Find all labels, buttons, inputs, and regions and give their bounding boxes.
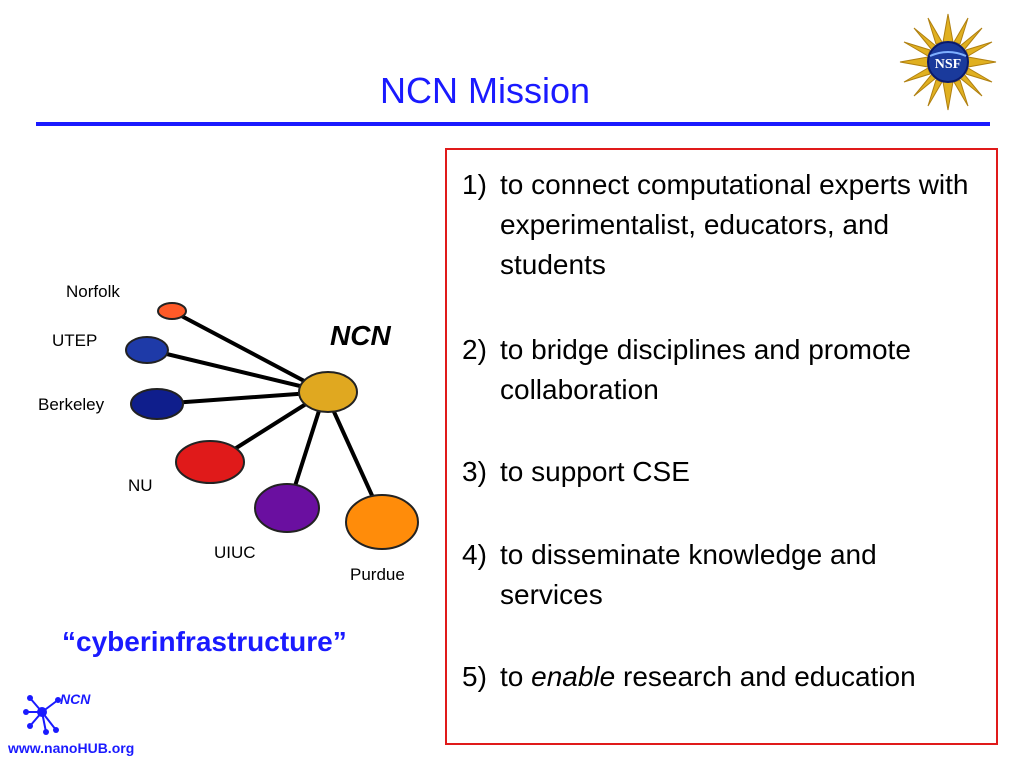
label-berkeley: Berkeley xyxy=(38,395,105,414)
mission-item-number: 3) xyxy=(462,456,487,487)
label-utep: UTEP xyxy=(52,331,98,350)
nsf-logo: NSF xyxy=(899,13,997,111)
mission-item-text: to bridge disciplines and promote collab… xyxy=(500,334,911,405)
mission-item-number: 4) xyxy=(462,539,487,570)
mission-item-text: to support CSE xyxy=(500,456,690,487)
mission-box xyxy=(445,148,998,745)
mission-item-1: 1) to connect computational experts with… xyxy=(462,165,982,285)
mission-item-4: 4) to disseminate knowledge and services xyxy=(462,535,982,615)
title-divider xyxy=(36,122,990,126)
mission-item-2: 2) to bridge disciplines and promote col… xyxy=(462,330,982,410)
mission-item-3: 3) to support CSE xyxy=(462,452,982,492)
footer-url[interactable]: www.nanoHUB.org xyxy=(8,740,135,756)
cyberinfrastructure-caption: “cyberinfrastructure” xyxy=(62,626,347,657)
node-nu xyxy=(175,440,245,484)
node-utep xyxy=(125,336,169,364)
label-ncn-hub: NCN xyxy=(330,320,391,351)
node-uiuc xyxy=(254,483,320,533)
mission-item-number: 1) xyxy=(462,169,487,200)
ncn-network-icon xyxy=(23,695,61,735)
label-uiuc: UIUC xyxy=(214,543,256,562)
mission-item-text: to disseminate knowledge and services xyxy=(500,539,877,610)
network-diagram xyxy=(125,302,419,550)
label-purdue: Purdue xyxy=(350,565,405,584)
slide-title: NCN Mission xyxy=(379,70,591,111)
label-nu: NU xyxy=(128,476,153,495)
link-utep xyxy=(148,348,327,394)
enable-emphasis: enable xyxy=(531,661,616,692)
mission-item-5: 5) to enable research and education xyxy=(462,657,982,697)
mission-item-number: 2) xyxy=(462,334,487,365)
node-ncn-hub xyxy=(298,371,358,413)
mission-item-number: 5) xyxy=(462,661,487,692)
label-norfolk: Norfolk xyxy=(66,282,120,301)
mission-item-text: to connect computational experts with ex… xyxy=(500,169,969,280)
link-berkeley xyxy=(156,390,327,406)
node-berkeley xyxy=(130,388,184,420)
link-norfolk xyxy=(172,310,327,394)
node-purdue xyxy=(345,494,419,550)
nsf-logo-text: NSF xyxy=(935,57,961,72)
footer-ncn-text: NCN xyxy=(60,691,91,707)
mission-item-text: to enable research and education xyxy=(500,661,916,692)
node-norfolk xyxy=(157,302,187,320)
